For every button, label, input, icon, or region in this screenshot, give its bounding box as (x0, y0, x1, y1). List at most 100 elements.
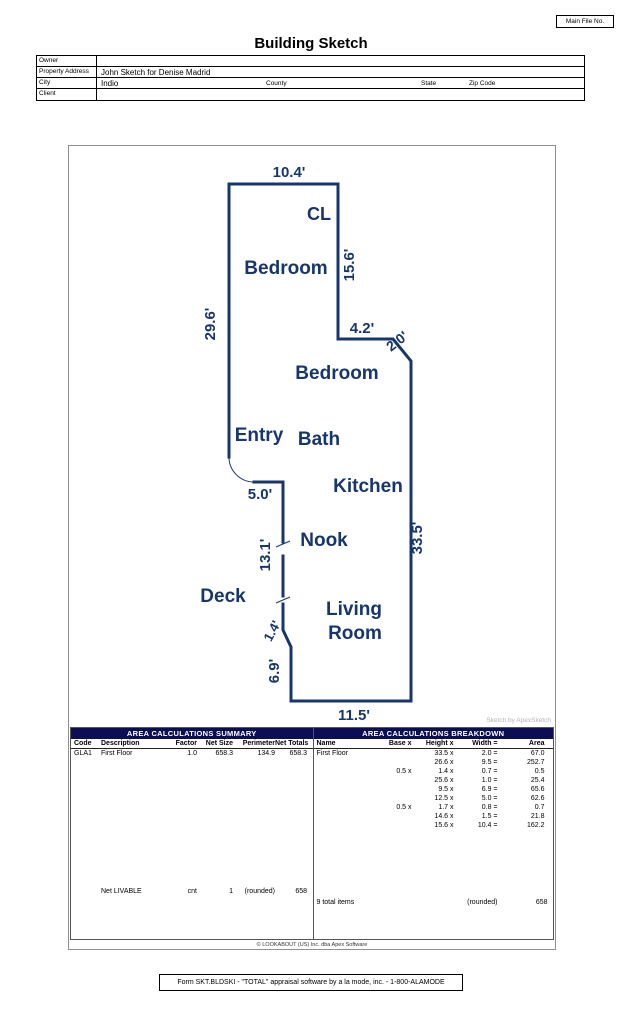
breakdown-row: 0.5 x 1.7 x 0.8 = 0.7 (314, 803, 554, 812)
owner-label: Owner (37, 56, 97, 66)
breakdown-cell-base (376, 749, 412, 758)
state-label: State (421, 80, 437, 87)
dimension-29-6: 29.6' (202, 308, 219, 341)
summary-footer-rounded: (rounded) (244, 888, 275, 895)
breakdown-cell-name (314, 812, 376, 821)
breakdown-cell-width: 1.5 = (481, 813, 498, 820)
room-label-living-room: Room (328, 623, 382, 644)
floor-plan-sketch: 10.4' CL Bedroom 15.6' 29.6' 4.2' 2.0' B… (200, 164, 426, 724)
dimension-13-1: 13.1' (257, 539, 274, 572)
breakdown-cell-name (314, 776, 376, 785)
breakdown-cell-width: 10.4 = (477, 822, 498, 829)
breakdown-cell-width: 2.0 = (481, 750, 498, 757)
breakdown-row: 15.6 x 10.4 = 162.2 (314, 821, 554, 830)
dimension-11-5: 11.5' (338, 707, 370, 724)
breakdown-cell-base (376, 776, 412, 785)
summary-footer-label: Net LIVABLE (101, 888, 142, 895)
breakdown-header-name: Name (316, 740, 336, 747)
room-label-kitchen: Kitchen (333, 476, 403, 497)
breakdown-footer-row: 9 total items (rounded) 658 (314, 898, 554, 907)
breakdown-total-items: 9 total items (316, 899, 355, 906)
summary-header-perimeter: Perimeter (242, 740, 275, 747)
summary-header-description: Description (101, 740, 140, 747)
deck-wall-upper (252, 480, 285, 544)
summary-cell-factor: 1.0 (187, 750, 197, 757)
copyright-note: © LOOKABOUT (US) Inc. dba Apex Software (256, 942, 368, 948)
summary-footer-blank (71, 887, 101, 896)
dimension-33-5: 33.5' (409, 522, 426, 555)
breakdown-row: 12.5 x 5.0 = 62.6 (314, 794, 554, 803)
breakdown-cell-height: 26.6 x (434, 759, 454, 766)
floor-plan-outline (227, 182, 413, 703)
client-row: Client (37, 89, 584, 100)
client-value (97, 89, 584, 100)
breakdown-cell-height: 25.6 x (434, 777, 454, 784)
breakdown-cell-area: 21.8 (530, 813, 545, 820)
summary-cell-net-totals: 658.3 (289, 750, 307, 757)
breakdown-cell-base (376, 821, 412, 830)
county-label: County (266, 80, 287, 87)
breakdown-rounded-label: (rounded) (467, 899, 498, 906)
summary-panel: AREA CALCULATIONS SUMMARY Code Descripti… (71, 728, 313, 939)
dimension-6-9: 6.9' (266, 659, 283, 683)
breakdown-cell-height: 1.7 x (438, 804, 454, 811)
breakdown-cell-area: 162.2 (526, 822, 545, 829)
breakdown-row: 0.5 x 1.4 x 0.7 = 0.5 (314, 767, 554, 776)
breakdown-panel: AREA CALCULATIONS BREAKDOWN Name Base x … (312, 728, 554, 939)
property-info-table: Owner Property Address John Sketch for D… (36, 55, 585, 101)
dimension-10-4: 10.4' (273, 164, 306, 181)
breakdown-cell-area: 67.0 (530, 750, 545, 757)
breakdown-cell-name (314, 821, 376, 830)
owner-value (97, 56, 584, 66)
breakdown-cell-base: 0.5 x (396, 804, 412, 811)
city-value-text: Indio (101, 79, 119, 88)
area-calculations: AREA CALCULATIONS SUMMARY Code Descripti… (70, 727, 554, 940)
room-label-living: Living (326, 599, 382, 620)
deck-break-tick-upper (275, 540, 291, 548)
summary-footer-cnt: cnt (187, 888, 197, 895)
entry-door-arc (228, 456, 255, 483)
breakdown-cell-name (314, 794, 376, 803)
breakdown-cell-width: 0.8 = (481, 804, 498, 811)
property-address-value: John Sketch for Denise Madrid (97, 67, 584, 77)
property-address-value-text: John Sketch for Denise Madrid (101, 68, 211, 77)
breakdown-cell-area: 25.4 (530, 777, 545, 784)
breakdown-cell-width: 6.9 = (481, 786, 498, 793)
room-label-bath: Bath (298, 429, 340, 450)
breakdown-cell-name (314, 785, 376, 794)
main-file-no-label: Main File No. (565, 18, 605, 25)
summary-footer-row: Net LIVABLE cnt 1 (rounded) 658 (71, 887, 313, 896)
breakdown-cell-base (376, 794, 412, 803)
summary-cell-net-size: 658.3 (215, 750, 233, 757)
breakdown-cell-width: 5.0 = (481, 795, 498, 802)
breakdown-cell-base: 0.5 x (396, 768, 412, 775)
summary-cell-perimeter: 134.9 (257, 750, 275, 757)
breakdown-header-base: Base x (388, 740, 412, 747)
summary-header-net-totals: Net Totals (275, 740, 309, 747)
breakdown-cell-area: 65.6 (530, 786, 545, 793)
breakdown-header-area: Area (528, 740, 545, 747)
summary-row: GLA1 First Floor 1.0 658.3 134.9 658.3 (71, 749, 313, 758)
room-label-deck: Deck (200, 586, 246, 607)
breakdown-cell-width: 0.7 = (481, 768, 498, 775)
breakdown-row: First Floor 33.5 x 2.0 = 67.0 (314, 749, 554, 758)
breakdown-cell-name (314, 767, 376, 776)
breakdown-cell-name: First Floor (316, 750, 349, 757)
property-address-label: Property Address (37, 67, 97, 77)
summary-cell-code: GLA1 (74, 750, 92, 757)
breakdown-cell-name (314, 758, 376, 767)
dimension-15-6: 15.6' (341, 249, 358, 282)
breakdown-header-height: Height x (425, 740, 454, 747)
breakdown-cell-area: 252.7 (526, 759, 545, 766)
city-row: City Indio County State Zip Code (37, 78, 584, 89)
breakdown-cell-base (376, 758, 412, 767)
dimension-4-2: 4.2' (350, 320, 374, 337)
breakdown-row: 14.6 x 1.5 = 21.8 (314, 812, 554, 821)
summary-footer-count: 1 (229, 888, 233, 895)
breakdown-total-value: 658 (535, 899, 548, 906)
breakdown-cell-height: 12.5 x (434, 795, 454, 802)
breakdown-row: 26.6 x 9.5 = 252.7 (314, 758, 554, 767)
breakdown-cell-width: 9.5 = (481, 759, 498, 766)
summary-cell-description: First Floor (101, 750, 133, 757)
